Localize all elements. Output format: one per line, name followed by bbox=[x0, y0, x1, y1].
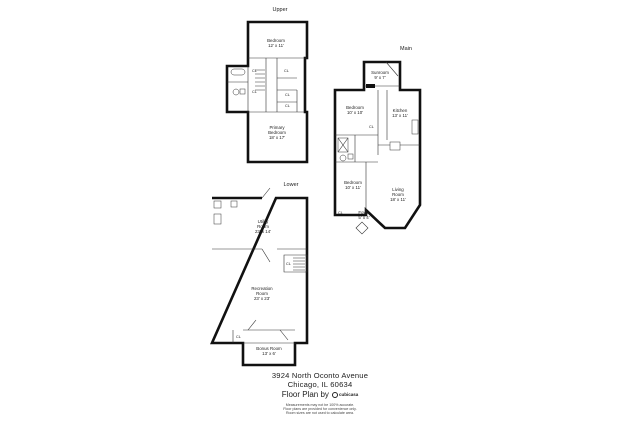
upper-floor-title: Upper bbox=[273, 7, 288, 13]
disclaimer: Measurements may not be 100% accurate. F… bbox=[0, 403, 640, 416]
lower-interior-walls bbox=[212, 248, 308, 344]
upper-stairs-icon bbox=[255, 69, 265, 91]
living-room-dims: 18' x 11' bbox=[390, 197, 406, 202]
floor-plan-credit: Floor Plan by cubicasa bbox=[0, 390, 640, 399]
upper-bedroom-name: Bedroom bbox=[267, 38, 285, 43]
utility-sink-icon bbox=[230, 200, 238, 208]
brand-name: cubicasa bbox=[338, 392, 359, 397]
furnace-icon bbox=[213, 200, 222, 209]
water-heater-icon bbox=[213, 213, 222, 225]
sunroom-name: Sunroom bbox=[371, 70, 389, 75]
lower-closet-label-1: CL bbox=[286, 262, 291, 266]
main-closet-label-2: CL bbox=[338, 211, 343, 215]
lower-stairs-icon bbox=[293, 257, 305, 271]
main-bedroom-2-name: Bedroom bbox=[344, 180, 362, 185]
lower-floor-walls bbox=[210, 196, 309, 367]
main-stairs-cross bbox=[337, 137, 349, 153]
upper-interior-walls bbox=[227, 57, 307, 113]
toilet-icon bbox=[232, 88, 240, 96]
foyer-dims: 5' x 4' bbox=[358, 215, 369, 220]
brand-logo: cubicasa bbox=[331, 391, 359, 398]
recreation-room-name-2: Room bbox=[256, 291, 268, 296]
bathtub-icon bbox=[230, 68, 246, 76]
disclaimer-line-3: Room sizes are not used to calculate are… bbox=[285, 411, 355, 416]
primary-bedroom-dims: 18' x 17' bbox=[269, 135, 285, 140]
main-bedroom-1-dims: 10' x 10' bbox=[347, 110, 363, 115]
foyer-name: Foyer bbox=[358, 210, 370, 215]
disclaimer-line-1: Measurements may not be 100% accurate. bbox=[285, 403, 355, 407]
bonus-room-name: Bonus Room bbox=[256, 346, 282, 351]
entry-step-icon bbox=[355, 221, 369, 235]
upper-closet-label-4: CL bbox=[285, 93, 290, 97]
utility-room-dims: 23' x 14' bbox=[255, 229, 271, 234]
upper-floor: Upper Bedroom 12' x 11' CL CL CL CL CL P… bbox=[225, 7, 309, 164]
floor-plan-by-label: Floor Plan by bbox=[281, 390, 329, 399]
lower-closet-label-2: CL bbox=[236, 335, 241, 339]
primary-bedroom-name: Primary bbox=[269, 125, 285, 130]
main-bedroom-2-dims: 10' x 11' bbox=[345, 185, 361, 190]
main-sink-icon bbox=[347, 153, 354, 160]
living-room-name: Living bbox=[392, 187, 404, 192]
recreation-room-name: Recreation bbox=[251, 286, 273, 291]
upper-closet-label-1: CL bbox=[252, 69, 257, 73]
lower-door-swings bbox=[247, 187, 289, 341]
upper-bedroom-dims: 12' x 11' bbox=[268, 43, 284, 48]
upper-closet-label-5: CL bbox=[285, 104, 290, 108]
primary-bedroom-name-2: Bedroom bbox=[268, 130, 286, 135]
main-bedroom-1-name: Bedroom bbox=[346, 105, 364, 110]
chimney-icon bbox=[366, 84, 375, 88]
main-floor: Main Sunroom 9' x 7' Bedroom 10' x 10' K… bbox=[333, 46, 422, 235]
sunroom-dims: 9' x 7' bbox=[374, 75, 385, 80]
kitchen-name: Kitchen bbox=[393, 108, 408, 113]
main-toilet-icon bbox=[339, 154, 347, 162]
living-room-name-2: Room bbox=[392, 192, 404, 197]
recreation-room-dims: 23' x 23' bbox=[254, 296, 270, 301]
lower-floor: Lower Utility Room 23' x 14' Recreation … bbox=[210, 182, 309, 367]
upper-closet-label-2: CL bbox=[284, 69, 289, 73]
sunroom-door-swing bbox=[385, 61, 399, 77]
kitchen-dims: 13' x 11' bbox=[392, 113, 408, 118]
address-line-1: 3924 North Oconto Avenue bbox=[271, 371, 369, 380]
counter-icon bbox=[411, 119, 419, 135]
address-block: 3924 North Oconto Avenue Chicago, IL 606… bbox=[0, 371, 640, 389]
main-closet-label-1: CL bbox=[369, 125, 374, 129]
utility-room-name-2: Room bbox=[257, 224, 269, 229]
sink-icon bbox=[239, 88, 246, 95]
cubicasa-logo-icon bbox=[331, 391, 338, 398]
address-line-2: Chicago, IL 60634 bbox=[287, 379, 353, 389]
range-icon bbox=[389, 141, 401, 151]
disclaimer-line-2: Floor plans are provided for convenience… bbox=[283, 407, 357, 412]
lower-floor-title: Lower bbox=[284, 182, 299, 188]
upper-closet-label-3: CL bbox=[252, 90, 257, 94]
bonus-room-dims: 13' x 6' bbox=[262, 351, 276, 356]
utility-room-name: Utility bbox=[258, 219, 270, 224]
main-floor-title: Main bbox=[400, 46, 412, 52]
